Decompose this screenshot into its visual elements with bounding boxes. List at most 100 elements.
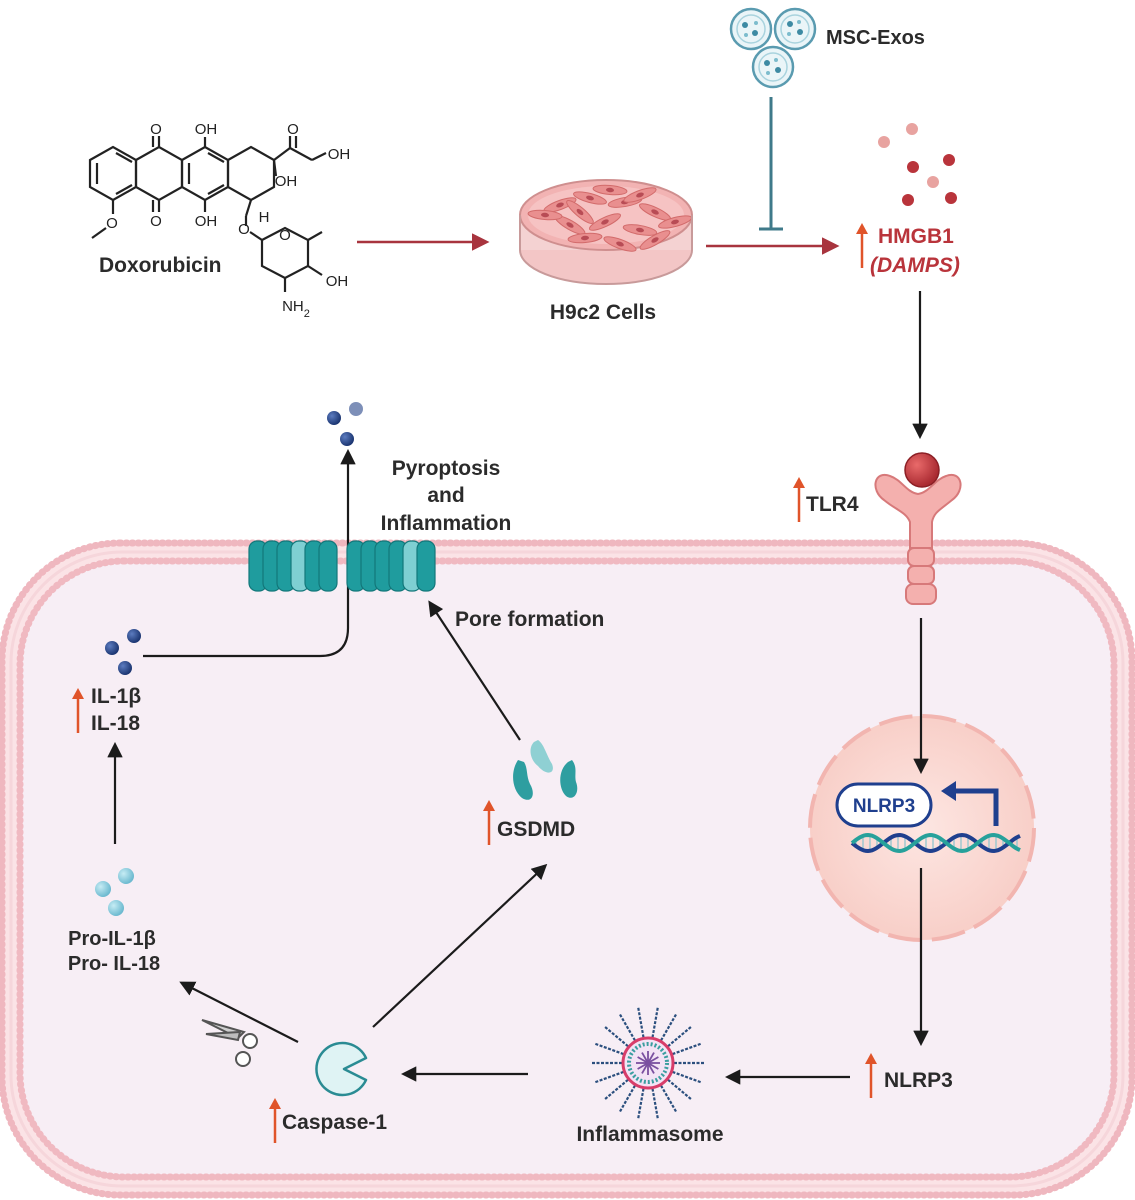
exosomes-label: MSC-Exos: [826, 27, 925, 49]
atom-oh2: OH: [328, 146, 351, 163]
cell-nucleus: [606, 187, 614, 193]
nucleus-envelope: [808, 714, 1036, 942]
atom-h: H: [259, 209, 270, 226]
inflammasome-spoke: [667, 1026, 692, 1048]
hmgb1-molecules: [878, 123, 957, 206]
gsdmd-protein: [513, 740, 578, 800]
pore-formation-label: Pore formation: [455, 608, 604, 631]
pyroptosis-label-3: Inflammation: [381, 512, 512, 535]
exosome-inhibition: [759, 97, 783, 231]
inflammasome-spoke: [651, 1007, 659, 1038]
scissors-icon: [201, 1019, 258, 1067]
up-arrow-tlr4: [793, 477, 805, 522]
cells-label: H9c2 Cells: [550, 301, 656, 324]
exosome: [751, 45, 795, 89]
inflammasome-spoke: [667, 1078, 692, 1100]
il-18-label: IL-18: [91, 712, 140, 735]
nucleus: NLRP3: [808, 714, 1036, 942]
up-arrow-gsdmd: [483, 800, 495, 845]
gsdmd-subunit: [416, 540, 436, 592]
inflammasome-spoke: [637, 1007, 645, 1038]
cell-nucleus: [651, 237, 659, 243]
inflammasome-spoke: [619, 1084, 636, 1113]
cell-nucleus: [671, 219, 679, 225]
hmgb1-label: HMGB1: [878, 225, 954, 248]
inflammasome-label: Inflammasome: [576, 1123, 723, 1146]
cell-nucleus: [636, 227, 644, 233]
atom-o2: O: [287, 121, 299, 138]
inflammasome-center: [645, 1060, 651, 1066]
tlr4-ligand: [904, 452, 940, 488]
nlrp3-gene-label: NLRP3: [853, 796, 915, 817]
tlr4-label: TLR4: [806, 493, 859, 516]
cell: [0, 539, 1135, 1199]
inflammasome-spoke: [651, 1088, 659, 1119]
atom-o6: O: [106, 215, 118, 232]
exosome: [729, 7, 773, 51]
nlrp3-gene-box: [835, 782, 933, 828]
transcription-arrow-head: [941, 781, 956, 801]
inflammasome-ring: [627, 1042, 669, 1084]
cell-membrane-inner: [16, 557, 1118, 1181]
inflammasome-spoke: [672, 1042, 701, 1056]
inflammasome-spoke: [660, 1013, 677, 1042]
cell-nucleus: [541, 212, 549, 218]
cell-nucleus: [586, 195, 594, 201]
gsdmd-to-pore-arrow: [428, 600, 521, 741]
cell-nucleus: [636, 192, 644, 198]
cell-membrane-line: [9, 550, 1125, 1188]
pyroptosis-label-2: and: [427, 484, 464, 507]
inflammasome-spoke: [619, 1013, 636, 1042]
cardiomyocyte-cells: [527, 184, 692, 252]
inflammasome-spoke: [604, 1026, 629, 1048]
inflammasome-spoke: [637, 1088, 645, 1119]
cell-nucleus: [576, 208, 584, 216]
cell-nucleus: [556, 202, 564, 208]
pro-il-1b-label: Pro-IL-1β: [68, 928, 156, 950]
il-release-arrow: [143, 448, 356, 658]
inflammasome-spoke: [660, 1084, 677, 1113]
inflammasome-spoke: [595, 1042, 624, 1056]
petri-dish: [519, 179, 693, 285]
inflammasome-spoke: [595, 1070, 624, 1084]
gsdmd-subunit: [318, 540, 338, 592]
pro-cytokine-molecules: [95, 868, 134, 916]
atom-o5: O: [279, 227, 291, 244]
caspase-label: Caspase-1: [282, 1111, 387, 1134]
inflammasome-spoke: [604, 1078, 629, 1100]
dna-strand: [850, 832, 1021, 854]
atom-oh3: OH: [275, 173, 298, 190]
doxorubicin-atoms: O OH O OH OH O OH H O O O OH NH2: [106, 121, 350, 320]
up-arrow-nlrp3: [865, 1053, 877, 1098]
tlr4-receptor: [874, 473, 962, 605]
nlrp3-label: NLRP3: [884, 1069, 953, 1092]
gsdmd-label: GSDMD: [497, 818, 575, 841]
transcription-arrow: [952, 788, 999, 826]
doxorubicin-structure: [88, 136, 327, 292]
atom-o3: O: [150, 213, 162, 230]
pro-il-18-label: Pro- IL-18: [68, 953, 160, 975]
caspase-1-enzyme: [315, 1041, 368, 1097]
up-arrow-caspase: [269, 1098, 281, 1143]
hmgb1-sublabel: (DAMPS): [870, 254, 960, 277]
pyroptosis-label-1: Pyroptosis: [392, 457, 501, 480]
gsdmd-pore: [248, 540, 436, 592]
up-arrow-hmgb1: [856, 223, 868, 268]
caspase-to-proil-arrow: [179, 981, 299, 1043]
inflammasome-spoke: [672, 1070, 701, 1084]
exosome: [773, 7, 817, 51]
il-1b-label: IL-1β: [91, 685, 141, 708]
atom-o1: O: [150, 121, 162, 138]
atom-oh5: OH: [326, 273, 349, 290]
dna-helix: [850, 832, 1021, 854]
up-arrow-il: [72, 688, 84, 733]
cell-nucleus: [601, 219, 609, 225]
msc-exosomes: [729, 7, 817, 89]
doxorubicin-label: Doxorubicin: [99, 254, 222, 277]
atom-nh2: NH2: [282, 298, 310, 320]
inflammasome-complex: [592, 1007, 704, 1119]
atom-o4: O: [238, 221, 250, 238]
cytokine-molecules: [105, 629, 141, 675]
